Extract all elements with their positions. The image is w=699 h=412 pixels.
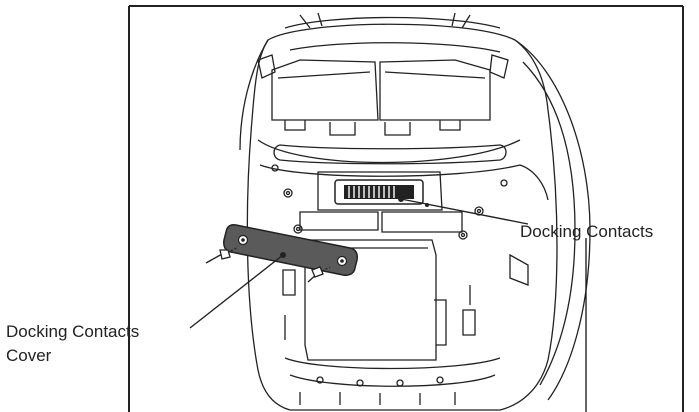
cover-screw-right [307,266,331,283]
label-docking-contacts-cover: Docking Contacts [6,322,140,341]
leader-cover [189,254,284,329]
leader-cover-dot [280,252,286,258]
docking-contacts [334,179,429,207]
docking-contacts-cover [223,224,358,276]
leader-lines [189,198,587,412]
cover-screw-left [205,246,239,264]
printer-body [239,12,591,411]
label-docking-contacts-cover-line2: Cover [6,346,52,365]
label-docking-contacts: Docking Contacts [520,222,654,241]
figure-frame [128,5,684,412]
leader-docking-contacts [400,198,529,225]
